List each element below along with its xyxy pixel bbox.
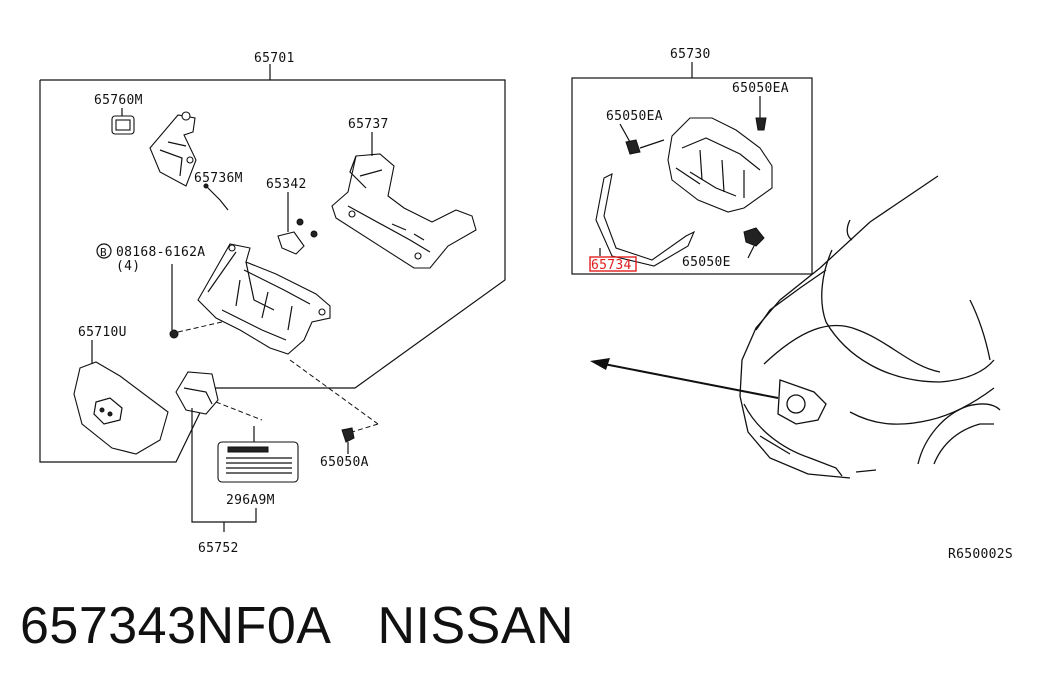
callout-08168-qualifier: B — [100, 246, 107, 259]
callout-08168-quantity: (4) — [116, 259, 140, 274]
callout-65730[interactable]: 65730 — [670, 47, 711, 62]
lamp-housing-drawing — [619, 96, 773, 213]
callout-08168-6162a[interactable]: 08168-6162A — [116, 245, 205, 260]
hinge-65342-drawing — [277, 192, 318, 255]
right-assembly-frame — [571, 62, 813, 275]
frame-drawing — [197, 243, 331, 355]
trim-65734-drawing — [595, 173, 696, 267]
sticker-296a9m-drawing — [217, 426, 299, 483]
callout-65050ea-top[interactable]: 65050EA — [732, 81, 789, 96]
callout-65710u[interactable]: 65710U — [78, 325, 127, 340]
camera-bracket-drawing — [175, 371, 263, 421]
callout-65752[interactable]: 65752 — [198, 541, 239, 556]
callout-65701[interactable]: 65701 — [254, 51, 295, 66]
reference-code: R650002S — [948, 547, 1013, 562]
callout-65050ea-left[interactable]: 65050EA — [606, 109, 663, 124]
part-footer: 657343NF0A NISSAN — [20, 596, 574, 656]
part-number: 657343NF0A — [20, 597, 332, 655]
callout-65736m[interactable]: 65736M — [194, 171, 243, 186]
insulator-65737-drawing — [331, 153, 477, 269]
leader-65752 — [191, 408, 257, 532]
callout-65760m[interactable]: 65760M — [94, 93, 143, 108]
badge-65710u-drawing — [73, 361, 169, 455]
callout-65737[interactable]: 65737 — [348, 117, 389, 132]
motor-65760m-drawing — [111, 108, 197, 187]
callout-65050e[interactable]: 65050E — [682, 255, 731, 270]
callout-65734[interactable]: 65734 — [591, 258, 632, 273]
callout-65342[interactable]: 65342 — [266, 177, 307, 192]
callout-65050a[interactable]: 65050A — [320, 455, 369, 470]
direction-arrow — [590, 358, 779, 399]
clip-65050a-drawing — [289, 359, 379, 454]
left-assembly-frame — [39, 64, 506, 463]
cable-65736m-drawing — [203, 183, 229, 211]
callout-296a9m[interactable]: 296A9M — [226, 493, 275, 508]
clip-65050e-drawing — [743, 227, 765, 259]
brand-name: NISSAN — [377, 597, 575, 655]
bolt-08168-drawing — [169, 264, 223, 339]
car-front-drawing — [739, 175, 1001, 479]
highlight-65734 — [589, 256, 637, 272]
